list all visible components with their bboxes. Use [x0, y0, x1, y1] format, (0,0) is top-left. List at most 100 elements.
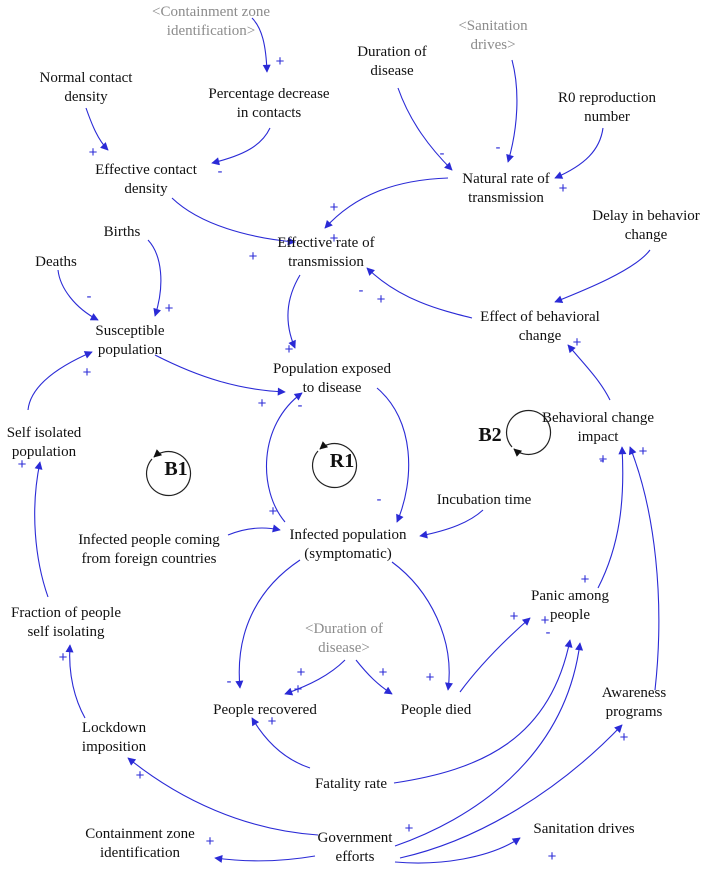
polarity-sign: +	[258, 395, 267, 412]
link-foreign-to-infected	[227, 524, 281, 536]
link-pct-decrease-to-effective-contact	[211, 127, 271, 166]
polarity-sign: -	[546, 624, 551, 641]
link-r0-to-natural-rate	[554, 127, 604, 179]
link-delay-to-effect-behavioral	[554, 249, 651, 304]
polarity-sign: +	[541, 612, 550, 629]
var-people-recovered: People recovered	[213, 702, 317, 718]
link-fatality-to-recovered	[251, 717, 311, 769]
polarity-sign: +	[377, 291, 386, 308]
link-births-to-susceptible	[147, 239, 162, 317]
link-awareness-to-behavioral-impact	[628, 446, 660, 691]
polarity-sign: +	[330, 230, 339, 247]
link-behavioral-impact-to-effect	[567, 344, 611, 401]
polarity-sign: +	[599, 451, 608, 468]
link-deaths-to-susceptible	[57, 269, 99, 321]
polarity-sign: +	[639, 443, 648, 460]
polarity-sign: +	[426, 669, 435, 686]
polarity-sign: +	[620, 729, 629, 746]
polarity-sign: +	[89, 144, 98, 161]
polarity-sign: +	[573, 334, 582, 351]
link-self-isolated-to-susceptible	[27, 351, 93, 411]
polarity-sign: -	[218, 163, 223, 180]
polarity-sign: -	[298, 397, 303, 414]
link-government-to-sanitation	[394, 837, 521, 864]
polarity-sign: +	[548, 848, 557, 865]
link-susceptible-to-exposed	[154, 354, 286, 396]
link-duration-to-natural-rate	[397, 87, 453, 171]
polarity-sign: +	[330, 199, 339, 216]
link-exposed-to-infected	[376, 387, 410, 523]
link-government-to-awareness	[399, 724, 623, 859]
polarity-sign: +	[249, 248, 258, 265]
polarity-sign: -	[227, 673, 232, 690]
link-duration-shadow-to-recovered	[284, 659, 346, 696]
link-polarity-marks: ++-+--+-+++-+++-++-+++++-+-+++-+++++++++	[18, 53, 648, 865]
polarity-sign: +	[268, 713, 277, 730]
loop-b1-arc-icon	[145, 449, 192, 497]
link-infected-to-died	[391, 561, 453, 691]
link-sanitation-shadow-to-natural-rate	[506, 59, 518, 163]
link-fraction-to-self-isolated	[34, 461, 49, 598]
polarity-sign: +	[294, 681, 303, 698]
var-sanitation-drives: Sanitation drives	[533, 821, 634, 837]
link-panic-to-behavioral-impact	[597, 446, 627, 589]
var-births: Births	[104, 224, 141, 240]
link-lockdown-to-fraction	[65, 644, 86, 719]
polarity-sign: +	[510, 608, 519, 625]
polarity-sign: +	[297, 664, 306, 681]
loop-r1-label: R1	[330, 450, 354, 472]
loop-b2-arc-icon	[505, 409, 552, 457]
polarity-sign: +	[379, 664, 388, 681]
var-incubation-time: Incubation time	[437, 492, 532, 508]
link-died-to-panic	[459, 617, 531, 693]
polarity-sign: +	[405, 820, 414, 837]
link-government-to-containment	[214, 854, 316, 863]
polarity-sign: +	[136, 767, 145, 784]
link-effective-contact-to-effective-rate	[171, 197, 296, 246]
polarity-sign: +	[276, 53, 285, 70]
var-fatality-rate: Fatality rate	[315, 776, 387, 792]
link-infected-to-exposed	[265, 392, 303, 523]
causal-links	[27, 17, 660, 864]
polarity-sign: +	[18, 456, 27, 473]
polarity-sign: -	[496, 139, 501, 156]
link-government-to-panic	[394, 642, 584, 847]
polarity-sign: +	[165, 300, 174, 317]
link-incubation-to-infected	[419, 509, 484, 539]
polarity-sign: -	[87, 288, 92, 305]
link-effective-rate-to-exposed	[287, 274, 301, 349]
polarity-sign: -	[440, 145, 445, 162]
feedback-loop-markers: B1 R1 B2	[145, 409, 552, 497]
polarity-sign: +	[285, 341, 294, 358]
var-deaths: Deaths	[35, 254, 77, 270]
loop-b2-label: B2	[478, 424, 501, 446]
link-effect-behavioral-to-effective-rate	[366, 267, 473, 319]
var-infected-population: Infected population(symptomatic)	[289, 527, 407, 562]
link-government-to-lockdown	[127, 757, 319, 836]
loop-r1-arc-icon	[311, 441, 358, 489]
link-containment-to-pct-decrease	[251, 17, 271, 73]
var-people-died: People died	[401, 702, 472, 718]
